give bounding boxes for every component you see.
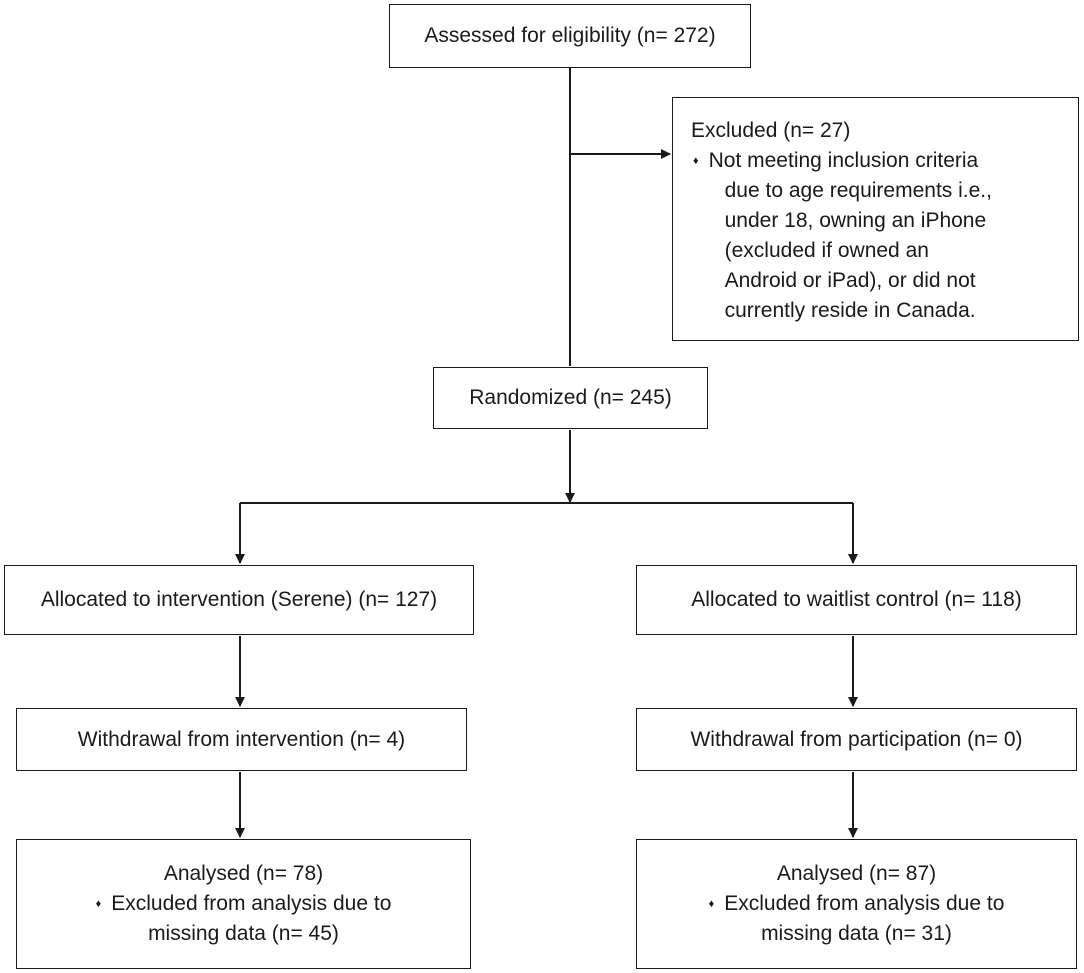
analysed-intervention-title: Analysed (n= 78)	[163, 862, 324, 885]
excluded-reason-text: Not meeting inclusion criteria due to ag…	[709, 146, 992, 326]
node-randomized-label: Randomized (n= 245)	[469, 386, 672, 409]
analysed-intervention-line1: Excluded from analysis due to	[111, 892, 392, 915]
analysed-waitlist-title: Analysed (n= 87)	[776, 862, 937, 885]
excluded-reason: ♦ Not meeting inclusion criteria due to …	[693, 146, 992, 326]
node-randomized: Randomized (n= 245)	[433, 367, 708, 429]
node-withdraw-intervention-label: Withdrawal from intervention (n= 4)	[77, 727, 406, 751]
node-excluded: Excluded (n= 27) ♦ Not meeting inclusion…	[672, 97, 1079, 341]
analysed-waitlist-line1: Excluded from analysis due to	[724, 892, 1005, 915]
node-analysed-waitlist: Analysed (n= 87) ♦ Excluded from analysi…	[636, 839, 1077, 969]
diamond-bullet-icon: ♦	[693, 155, 699, 167]
node-withdraw-waitlist-label: Withdrawal from participation (n= 0)	[690, 727, 1023, 751]
node-alloc-intervention: Allocated to intervention (Serene) (n= 1…	[4, 565, 474, 635]
excluded-line: due to age requirements i.e.,	[724, 179, 992, 202]
excluded-line: currently reside in Canada.	[724, 299, 976, 322]
node-withdraw-intervention: Withdrawal from intervention (n= 4)	[16, 708, 467, 771]
excluded-line: Android or iPad), or did not	[724, 269, 976, 292]
excluded-line: (excluded if owned an	[724, 239, 929, 262]
analysed-intervention-line2: missing data (n= 45)	[148, 922, 339, 945]
analysed-waitlist-line2: missing data (n= 31)	[761, 922, 952, 945]
node-alloc-waitlist-label: Allocated to waitlist control (n= 118)	[691, 588, 1022, 611]
node-assessed-label: Assessed for eligibility (n= 272)	[424, 24, 716, 47]
node-alloc-waitlist: Allocated to waitlist control (n= 118)	[636, 565, 1077, 635]
node-analysed-intervention: Analysed (n= 78) ♦ Excluded from analysi…	[16, 839, 471, 969]
node-alloc-intervention-label: Allocated to intervention (Serene) (n= 1…	[40, 588, 438, 611]
node-assessed-for-eligibility: Assessed for eligibility (n= 272)	[389, 4, 751, 68]
diamond-bullet-icon: ♦	[95, 898, 102, 910]
node-withdraw-waitlist: Withdrawal from participation (n= 0)	[636, 708, 1077, 771]
excluded-line: under 18, owning an iPhone	[724, 209, 987, 232]
excluded-title: Excluded (n= 27)	[691, 119, 851, 142]
excluded-line: Not meeting inclusion criteria	[708, 149, 979, 172]
analysed-waitlist-exclusion: ♦ Excluded from analysis due to	[709, 889, 1005, 919]
diamond-bullet-icon: ♦	[708, 898, 715, 910]
analysed-intervention-exclusion: ♦ Excluded from analysis due to	[96, 889, 392, 919]
